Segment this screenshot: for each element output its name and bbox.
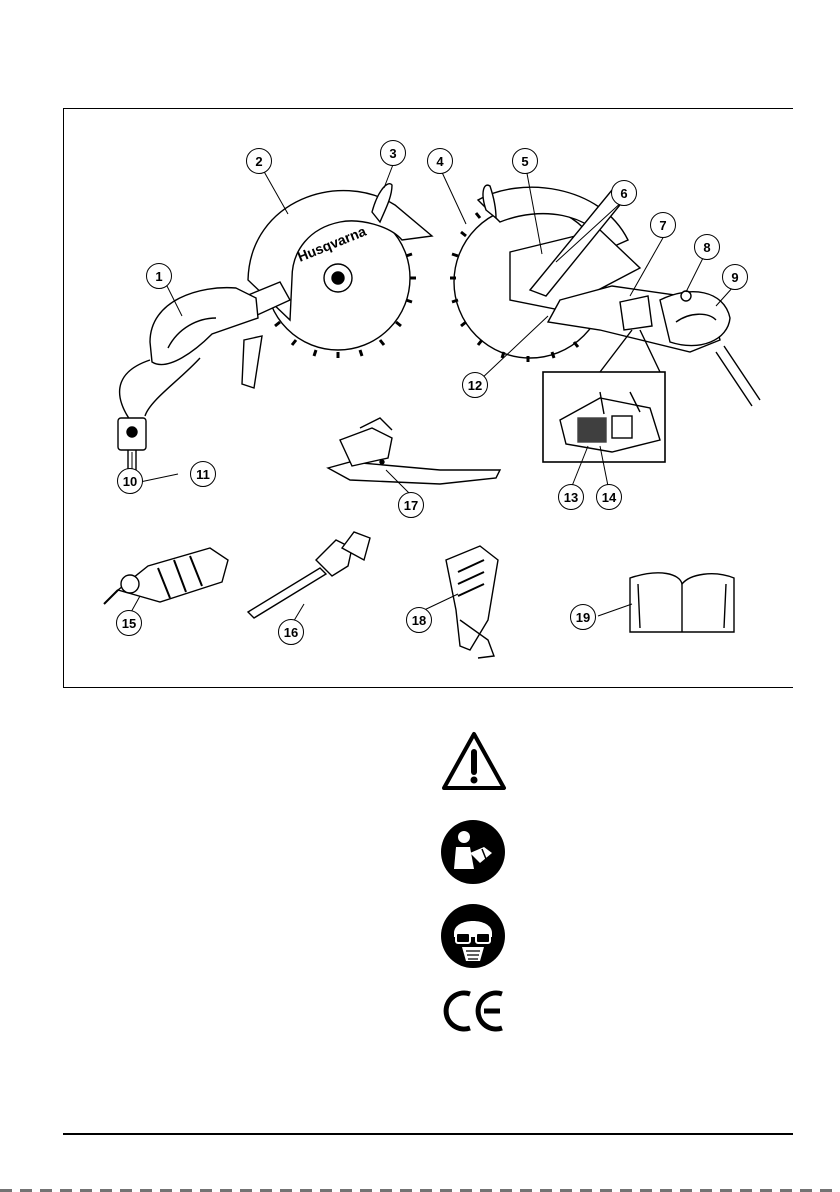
footer-rule (63, 1133, 793, 1135)
accessory-19-manual (630, 573, 734, 632)
callout-6: 6 (611, 180, 637, 206)
accessory-16 (248, 532, 370, 618)
callout-7: 7 (650, 212, 676, 238)
callout-13: 13 (558, 484, 584, 510)
callout-12: 12 (462, 372, 488, 398)
callout-2: 2 (246, 148, 272, 174)
ce-mark-icon (440, 988, 508, 1034)
callout-8: 8 (694, 234, 720, 260)
respirator-protection-icon (440, 903, 506, 969)
callout-15: 15 (116, 610, 142, 636)
callout-5: 5 (512, 148, 538, 174)
callout-11: 11 (190, 461, 216, 487)
callout-9: 9 (722, 264, 748, 290)
accessory-18 (446, 546, 498, 658)
callout-18: 18 (406, 607, 432, 633)
detail-inset (543, 372, 665, 462)
accessory-15 (104, 548, 228, 604)
callout-10: 10 (117, 468, 143, 494)
accessory-17 (328, 418, 500, 484)
callout-3: 3 (380, 140, 406, 166)
callout-4: 4 (427, 148, 453, 174)
callout-16: 16 (278, 619, 304, 645)
callout-17: 17 (398, 492, 424, 518)
read-manual-icon (440, 819, 506, 885)
callout-14: 14 (596, 484, 622, 510)
warning-triangle-icon (440, 730, 508, 792)
callout-1: 1 (146, 263, 172, 289)
callout-19: 19 (570, 604, 596, 630)
